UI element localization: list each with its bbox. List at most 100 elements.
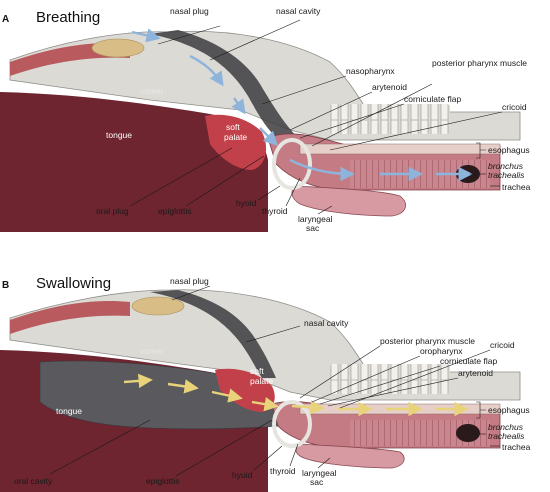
label-a-corniculate-flap: corniculate flap — [404, 94, 461, 104]
panel-b: B Swallowing vomer tongue soft palate — [0, 275, 531, 492]
bracket-b-esophagus — [476, 401, 486, 419]
label-a-posterior-pharynx-muscle: posterior pharynx muscle — [432, 58, 527, 68]
leader-b-thyroid — [289, 443, 299, 467]
snout-muscle-b — [10, 300, 130, 334]
trachea-lumen-b — [456, 424, 480, 442]
label-b-posterior-pharynx-muscle: posterior pharynx muscle — [380, 336, 475, 346]
food-arrow-2 — [167, 379, 199, 394]
food-arrow-5 — [291, 400, 325, 415]
leader-b-nasal-plug — [171, 285, 211, 301]
label-b-sac: sac — [310, 477, 324, 487]
label-a-nasal-cavity: nasal cavity — [276, 6, 321, 16]
leader-a-thyroid — [285, 177, 301, 207]
label-b-trachealis: trachealis — [488, 431, 525, 441]
label-a-bronchus: bronchus — [488, 161, 524, 171]
label-a-nasal-plug: nasal plug — [170, 6, 209, 16]
airflow-arrow-2 — [189, 54, 224, 87]
label-b-cricoid: cricoid — [490, 340, 515, 350]
food-arrow-1 — [123, 373, 153, 389]
leader-b-arytenoid — [327, 377, 459, 407]
airflow-arrow-5 — [289, 158, 355, 182]
vertebrae-b — [330, 364, 450, 394]
esophagus-tissue — [299, 143, 501, 155]
label-a-sac: sac — [306, 223, 320, 233]
leader-b-hyoid — [253, 445, 283, 471]
panel-b-letter: B — [2, 280, 9, 291]
soft-palate-tissue — [205, 114, 267, 170]
label-a-epiglottis: epiglottis — [158, 206, 192, 216]
airflow-arrow-1 — [131, 28, 161, 43]
label-b-vomer: vomer — [140, 346, 164, 356]
laryngeal-sac-tissue — [291, 185, 406, 217]
label-b-trachea: trachea — [502, 442, 531, 452]
label-a-oral-plug: oral plug — [96, 206, 129, 216]
label-a-trachea: trachea — [502, 182, 531, 192]
leader-b-nasal-cavity — [245, 325, 301, 343]
tongue-muscle — [0, 92, 268, 232]
panel-a-letter: A — [2, 14, 9, 25]
leader-a-nasopharynx — [261, 75, 347, 105]
label-a-nasopharynx: nasopharynx — [346, 66, 395, 76]
label-a-laryngeal: laryngeal — [298, 214, 333, 224]
label-a-tongue: tongue — [106, 130, 132, 140]
label-a-soft: soft — [226, 122, 240, 132]
leader-a-arytenoid — [289, 91, 373, 131]
thyroid-cartilage-b — [272, 400, 312, 448]
label-a-trachealis: trachealis — [488, 170, 525, 180]
label-b-soft: soft — [250, 366, 264, 376]
label-b-epiglottis: epiglottis — [146, 476, 180, 486]
leader-b-epiglottis — [175, 419, 273, 477]
label-b-nasal-plug: nasal plug — [170, 276, 209, 286]
food-arrow-3 — [211, 388, 243, 403]
panel-a: A Breathing vomer to — [0, 6, 531, 233]
laryngeal-sac-tissue-b — [295, 443, 405, 469]
vertebrae — [330, 104, 450, 134]
label-a-thyroid: thyroid — [262, 206, 288, 216]
label-b-oral-cavity: oral cavity — [14, 476, 53, 486]
nasal-plug-tissue-b — [131, 296, 185, 316]
leader-a-oral-plug — [129, 147, 233, 207]
label-a-cricoid: cricoid — [502, 102, 527, 112]
panel-a-title: Breathing — [36, 9, 100, 26]
label-b-esophagus: esophagus — [488, 405, 530, 415]
airflow-arrow-3 — [231, 97, 246, 115]
label-a-arytenoid: arytenoid — [372, 82, 407, 92]
leader-a-hyoid — [257, 185, 281, 201]
leader-b-post-pharynx — [299, 345, 381, 399]
label-b-arytenoid: arytenoid — [458, 368, 493, 378]
airflow-arrow-4 — [259, 127, 279, 147]
nasal-airway-b — [150, 290, 276, 378]
leader-a-nasal-cavity — [209, 19, 301, 61]
leader-b-corniculate — [319, 365, 441, 405]
leader-a-nasal-plug — [157, 25, 221, 45]
panel-b-title: Swallowing — [36, 275, 111, 292]
label-b-tongue: tongue — [56, 406, 82, 416]
label-b-hyoid: hyoid — [232, 470, 253, 480]
leader-b-oral-cavity — [49, 419, 151, 475]
food-arrow-4 — [251, 397, 279, 412]
label-a-palate: palate — [224, 132, 247, 142]
nasal-airway — [150, 30, 300, 140]
nasal-plug-tissue — [91, 38, 145, 58]
thyroid-cartilage — [272, 138, 312, 190]
leader-a-corniculate — [299, 103, 405, 139]
label-b-oropharynx: oropharynx — [420, 346, 463, 356]
leader-b-oropharynx — [311, 355, 421, 403]
leader-b-cricoid — [339, 349, 491, 409]
leader-a-laryngeal — [317, 205, 333, 215]
label-a-esophagus: esophagus — [488, 145, 530, 155]
soft-palate-tissue-b — [215, 368, 275, 412]
bracket-a-esophagus — [476, 142, 486, 159]
label-b-thyroid: thyroid — [270, 466, 296, 476]
leader-a-cricoid — [329, 111, 503, 151]
label-a-hyoid: hyoid — [236, 198, 257, 208]
leader-a-post-pharynx — [311, 83, 433, 147]
label-b-bronchus: bronchus — [488, 422, 524, 432]
label-b-nasal-cavity: nasal cavity — [304, 318, 349, 328]
label-b-palate: palate — [250, 376, 273, 386]
label-a-vomer: vomer — [140, 86, 164, 96]
leader-a-epiglottis — [185, 155, 265, 207]
leader-b-laryngeal — [317, 457, 331, 469]
